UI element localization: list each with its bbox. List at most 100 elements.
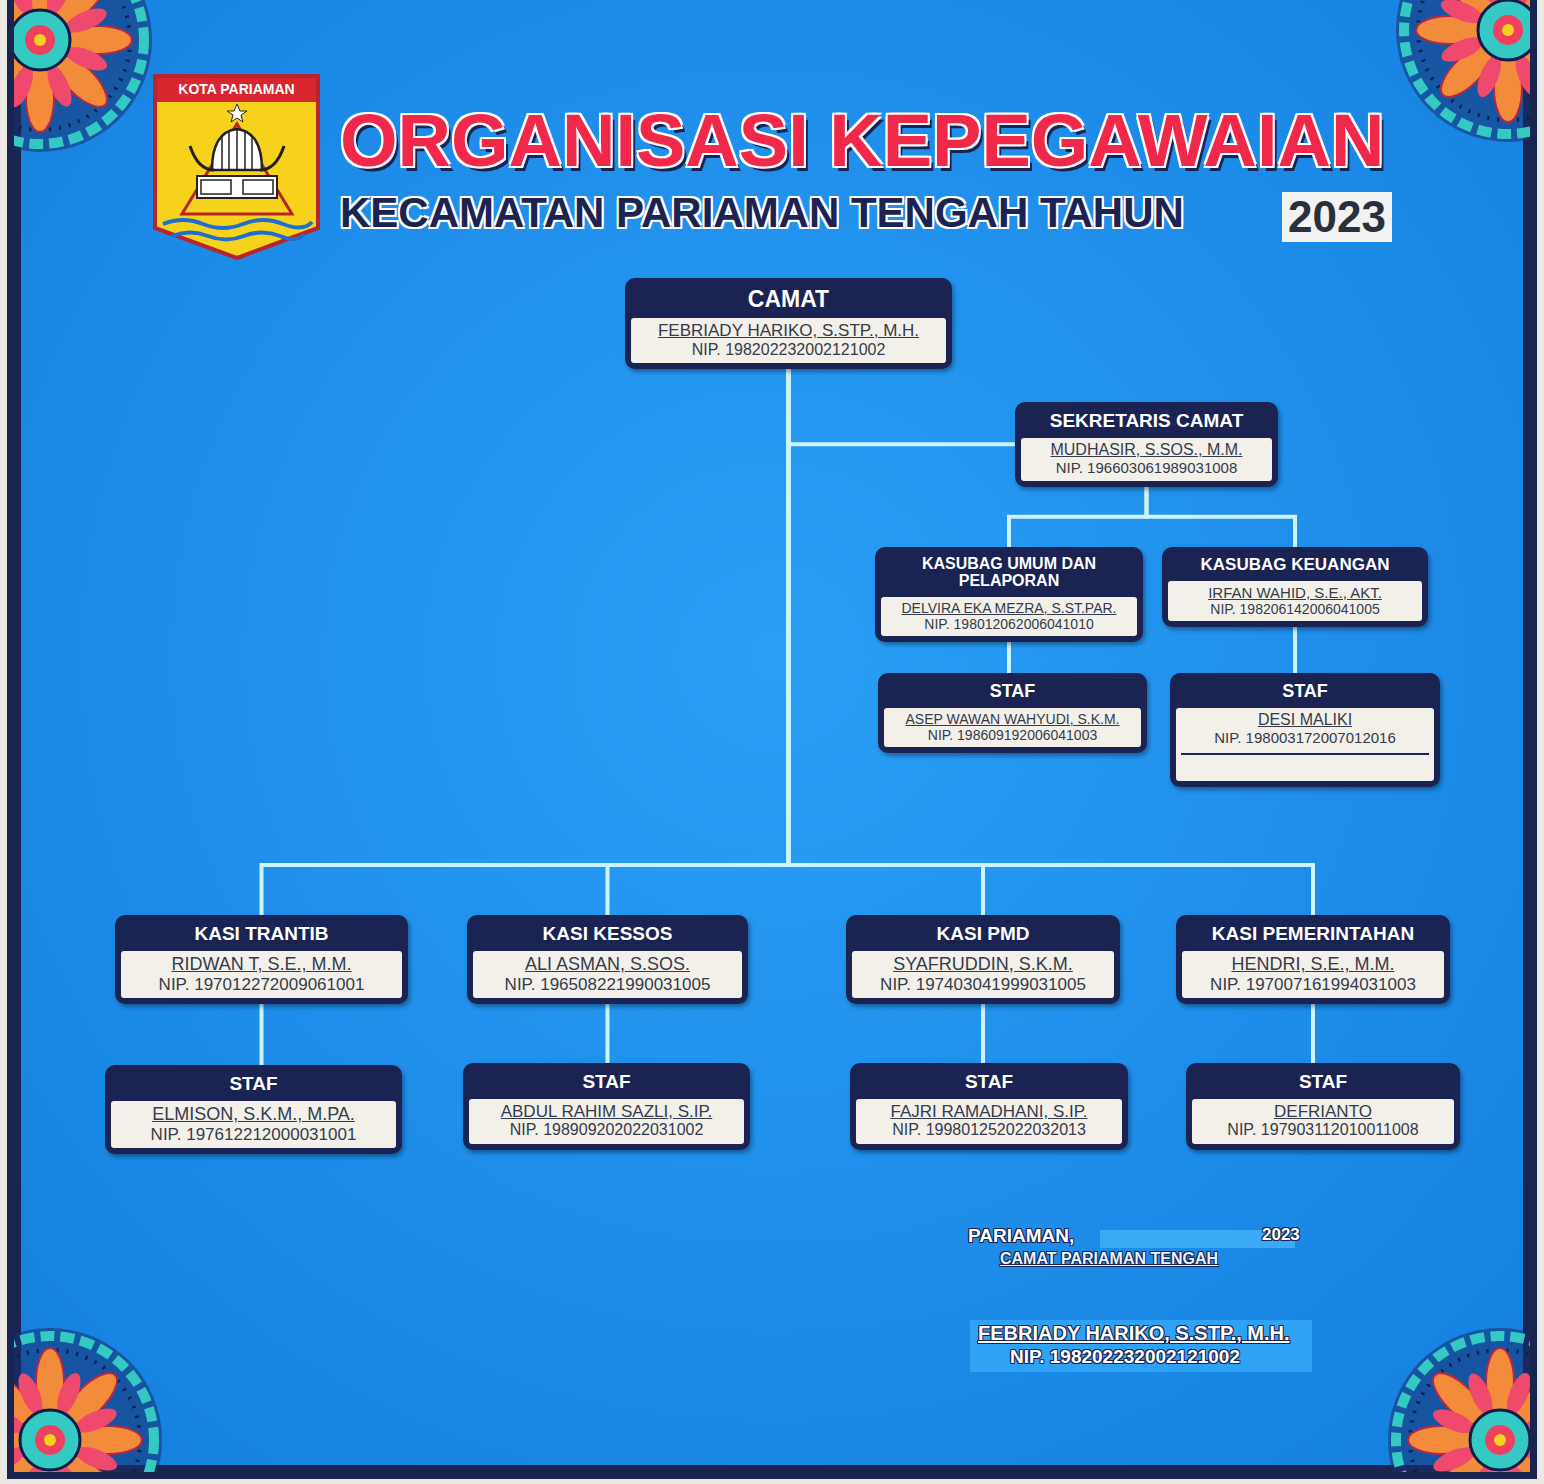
employee-name: MUDHASIR, S.SOS., M.M. [1026,441,1267,459]
org-connector [1007,642,1011,673]
city-emblem [201,180,231,194]
org-box: STAFDESI MALIKINIP. 198003172007012016 [1170,673,1440,787]
org-connector [1009,487,1147,547]
employee-name: FEBRIADY HARIKO, S.STP., M.H. [636,321,941,341]
city-emblem [163,220,312,228]
position-title: KASUBAG UMUM DAN PELAPORAN [881,547,1137,597]
org-box: STAFELMISON, S.K.M., M.PA.NIP. 197612212… [105,1065,402,1154]
city-emblem [197,176,277,198]
employee-id: NIP. 198202232002121002 [636,341,941,359]
org-connector [981,1004,985,1063]
org-connector [1147,487,1296,547]
signature-panel [970,1320,1312,1372]
city-emblem [243,180,273,194]
employee-name: HENDRI, S.E., M.M. [1187,954,1439,975]
info-panel: IRFAN WAHID, S.E., AKT.NIP. 198206142006… [1168,581,1422,621]
poster-panel [14,0,1530,1472]
org-connector [789,369,1016,444]
employee-name: ASEP WAWAN WAHYUDI, S.K.M. [889,711,1136,727]
info-panel: DELVIRA EKA MEZRA, S.ST.PAR.NIP. 1980120… [881,597,1137,636]
employee-id: NIP. 196508221990031005 [478,975,737,995]
employee-name: ALI ASMAN, S.SOS. [478,954,737,975]
info-panel: SYAFRUDDIN, S.K.M.NIP. 19740304199903100… [852,951,1114,998]
employee-id: NIP. 197007161994031003 [1187,975,1439,995]
info-panel: FAJRI RAMADHANI, S.IP.NIP. 1998012520220… [856,1099,1122,1144]
position-title: KASI KESSOS [473,915,742,951]
employee-id: NIP. 197012272009061001 [126,975,397,995]
info-panel: MUDHASIR, S.SOS., M.M.NIP. 1966030619890… [1021,438,1272,481]
info-panel: FEBRIADY HARIKO, S.STP., M.H.NIP. 198202… [631,318,946,363]
position-title: KASI PEMERINTAHAN [1182,915,1444,951]
city-emblem [155,76,318,258]
org-box: SEKRETARIS CAMATMUDHASIR, S.SOS., M.M.NI… [1015,402,1278,487]
org-connector [262,369,789,915]
org-box: KASUBAG UMUM DAN PELAPORANDELVIRA EKA ME… [875,547,1143,642]
position-title: STAF [1176,673,1434,708]
employee-name: DEFRIANTO [1197,1102,1449,1122]
employee-id: NIP. 198003172007012016 [1181,729,1429,746]
corner-ornaments [1396,0,1530,142]
position-title: STAF [111,1065,396,1101]
employee-name: ABDUL RAHIM SAZLI, S.IP. [474,1102,739,1122]
employee-name: FAJRI RAMADHANI, S.IP. [861,1102,1117,1122]
info-panel: DEFRIANTONIP. 197903112010011008 [1192,1099,1454,1144]
employee-name: DELVIRA EKA MEZRA, S.ST.PAR. [886,600,1132,616]
emblem-text: KOTA PARIAMAN [157,82,316,97]
position-title: STAF [1192,1063,1454,1099]
employee-id: NIP. 198609192006041003 [889,727,1136,743]
employee-id: NIP. 199801252022032013 [861,1121,1117,1139]
city-emblem [155,76,318,258]
corner-ornaments [14,0,152,152]
position-title: STAF [469,1063,744,1099]
subtitle: KECAMATAN PARIAMAN TENGAH TAHUN [340,190,1184,236]
org-connector [1293,627,1297,673]
info-panel: HENDRI, S.E., M.M.NIP. 19700716199403100… [1182,951,1444,998]
position-title: CAMAT [631,278,946,318]
info-panel: DESI MALIKINIP. 198003172007012016 [1176,708,1434,781]
employee-name: RIDWAN T, S.E., M.M. [126,954,397,975]
org-box: KASI KESSOSALI ASMAN, S.SOS.NIP. 1965082… [467,915,748,1004]
corner-ornaments [1388,1328,1530,1472]
org-box: KASI PMDSYAFRUDDIN, S.K.M.NIP. 197403041… [846,915,1120,1004]
info-panel: RIDWAN T, S.E., M.M.NIP. 197012272009061… [121,951,402,998]
city-emblem [190,146,214,170]
employee-id: NIP. 197612212000031001 [116,1125,391,1145]
city-emblem [260,146,284,170]
city-emblem [222,129,252,170]
info-panel: ALI ASMAN, S.SOS.NIP. 196508221990031005 [473,951,742,998]
position-title: SEKRETARIS CAMAT [1021,402,1272,438]
employee-name: IRFAN WAHID, S.E., AKT. [1173,584,1417,601]
employee-id: NIP. 196603061989031008 [1026,459,1267,476]
info-panel: ELMISON, S.K.M., M.PA.NIP. 1976122120000… [111,1101,396,1148]
employee-name: DESI MALIKI [1181,711,1429,729]
org-box: STAFABDUL RAHIM SAZLI, S.IP.NIP. 1989092… [463,1063,750,1150]
org-box: KASUBAG KEUANGANIRFAN WAHID, S.E., AKT.N… [1162,547,1428,627]
city-emblem [157,78,316,102]
info-panel: ASEP WAWAN WAHYUDI, S.K.M.NIP. 198609192… [884,708,1141,747]
signature-position: CAMAT PARIAMAN TENGAH [1000,1250,1218,1268]
employee-id: NIP. 197403041999031005 [857,975,1109,995]
org-connector [608,369,789,915]
position-title: STAF [884,673,1141,708]
corner-ornaments [14,0,1530,1472]
poster-title: ORGANISASI KEPEGAWAIAN [340,100,1384,181]
signature-nip: NIP. 198202232002121002 [1010,1347,1240,1368]
position-title: KASUBAG KEUANGAN [1168,547,1422,581]
position-title: STAF [856,1063,1122,1099]
position-title: KASI PMD [852,915,1114,951]
org-connector [1311,1004,1315,1063]
org-box: STAFDEFRIANTONIP. 197903112010011008 [1186,1063,1460,1150]
org-box: STAFASEP WAWAN WAHYUDI, S.K.M.NIP. 19860… [878,673,1147,753]
city-emblem [182,124,292,214]
employee-id: NIP. 197903112010011008 [1197,1121,1449,1139]
city-emblem [172,233,304,240]
org-box: CAMATFEBRIADY HARIKO, S.STP., M.H.NIP. 1… [625,278,952,369]
org-connector [789,369,1314,915]
corner-ornaments [14,1328,162,1472]
blank-row [1181,753,1429,777]
employee-id: NIP. 198909202022031002 [474,1121,739,1139]
info-panel: ABDUL RAHIM SAZLI, S.IP.NIP. 19890920202… [469,1099,744,1144]
org-box: KASI PEMERINTAHANHENDRI, S.E., M.M.NIP. … [1176,915,1450,1004]
